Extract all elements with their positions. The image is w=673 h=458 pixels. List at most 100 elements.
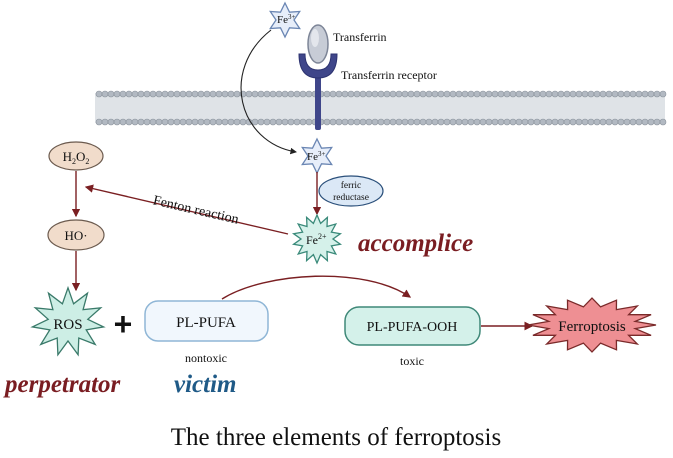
lipid-head	[287, 90, 295, 98]
lipid-head	[509, 118, 517, 126]
lipid-head	[473, 90, 481, 98]
lipid-head	[389, 118, 397, 126]
lipid-head	[263, 90, 271, 98]
lipid-head	[101, 118, 109, 126]
lipid-head	[167, 118, 175, 126]
lipid-head	[395, 118, 403, 126]
lipid-head	[233, 90, 241, 98]
transferrin-highlight	[311, 29, 319, 47]
lipid-head	[203, 90, 211, 98]
lipid-head	[323, 90, 331, 98]
lipid-head	[395, 90, 403, 98]
lipid-head	[545, 90, 553, 98]
lipid-head	[551, 118, 559, 126]
lipid-head	[431, 118, 439, 126]
lipid-head	[221, 90, 229, 98]
pl-pufa-ooh-node	[344, 306, 481, 346]
lipid-head	[629, 90, 637, 98]
lipid-head	[191, 118, 199, 126]
lipid-head	[551, 90, 559, 98]
lipid-head	[197, 90, 205, 98]
lipid-head	[599, 118, 607, 126]
lipid-head	[653, 118, 661, 126]
lipid-head	[173, 90, 181, 98]
lipid-head	[215, 118, 223, 126]
transferrin-receptor-label: Transferrin receptor	[341, 68, 437, 82]
ho-radical-label: HO·	[64, 228, 87, 243]
ho-radical-node	[47, 219, 105, 251]
lipid-head	[641, 118, 649, 126]
fe3-outside-label: Fe3+	[277, 13, 296, 26]
lipid-head	[275, 90, 283, 98]
lipid-head	[371, 118, 379, 126]
lipid-head	[281, 90, 289, 98]
lipid-head	[503, 90, 511, 98]
lipid-head	[269, 118, 277, 126]
lipid-head	[593, 90, 601, 98]
lipid-head	[353, 90, 361, 98]
lipid-head	[563, 118, 571, 126]
lipid-head	[257, 90, 265, 98]
lipid-head	[149, 90, 157, 98]
peroxidation-arrow	[221, 275, 412, 300]
lipid-head	[107, 118, 115, 126]
lipid-head	[413, 118, 421, 126]
lipid-head	[515, 90, 523, 98]
lipid-head	[155, 90, 163, 98]
lipid-head	[137, 118, 145, 126]
lipid-head	[509, 90, 517, 98]
transferrin-label: Transferrin	[333, 30, 387, 44]
lipid-head	[203, 118, 211, 126]
lipid-head	[119, 118, 127, 126]
lipid-head	[473, 118, 481, 126]
fe2-star-icon	[291, 213, 343, 265]
lipid-head	[443, 118, 451, 126]
lipid-head	[131, 90, 139, 98]
lipid-head	[173, 118, 181, 126]
fe3-outside-star-icon	[269, 1, 301, 39]
lipid-head	[431, 90, 439, 98]
lipid-head	[497, 118, 505, 126]
lipid-head	[287, 118, 295, 126]
lipid-head	[245, 90, 253, 98]
lipid-head	[419, 118, 427, 126]
lipid-head	[149, 118, 157, 126]
lipid-head	[545, 118, 553, 126]
lipid-head	[407, 118, 415, 126]
lipid-head	[161, 90, 169, 98]
lipid-head	[233, 118, 241, 126]
ros-starburst-icon	[30, 285, 106, 357]
lipid-head	[479, 90, 487, 98]
lipid-head	[419, 90, 427, 98]
lipid-head	[485, 90, 493, 98]
pl-pufa-label: PL-PUFA	[176, 315, 236, 331]
lipid-head	[557, 118, 565, 126]
lipid-head	[299, 118, 307, 126]
lipid-head	[461, 118, 469, 126]
lipid-head	[587, 90, 595, 98]
h2o2-label: H2O2	[63, 149, 90, 166]
lipid-head	[485, 118, 493, 126]
lipid-head	[407, 90, 415, 98]
fenton-reaction-arrow	[84, 184, 289, 235]
lipid-head	[437, 118, 445, 126]
lipid-head	[605, 118, 613, 126]
ferroptosis-starburst-icon	[527, 297, 657, 353]
lipid-head	[647, 118, 655, 126]
lipid-head	[269, 90, 277, 98]
lipid-head	[305, 90, 313, 98]
lipid-head	[587, 118, 595, 126]
lipid-head	[491, 90, 499, 98]
lipid-head	[617, 118, 625, 126]
perpetrator-role-label: perpetrator	[3, 371, 121, 398]
lipid-head	[647, 90, 655, 98]
lipid-head	[365, 118, 373, 126]
lipid-head	[515, 118, 523, 126]
lipid-head	[125, 118, 133, 126]
lipid-head	[455, 90, 463, 98]
victim-role-label: victim	[174, 371, 236, 398]
lipid-head	[341, 90, 349, 98]
lipid-head	[533, 118, 541, 126]
